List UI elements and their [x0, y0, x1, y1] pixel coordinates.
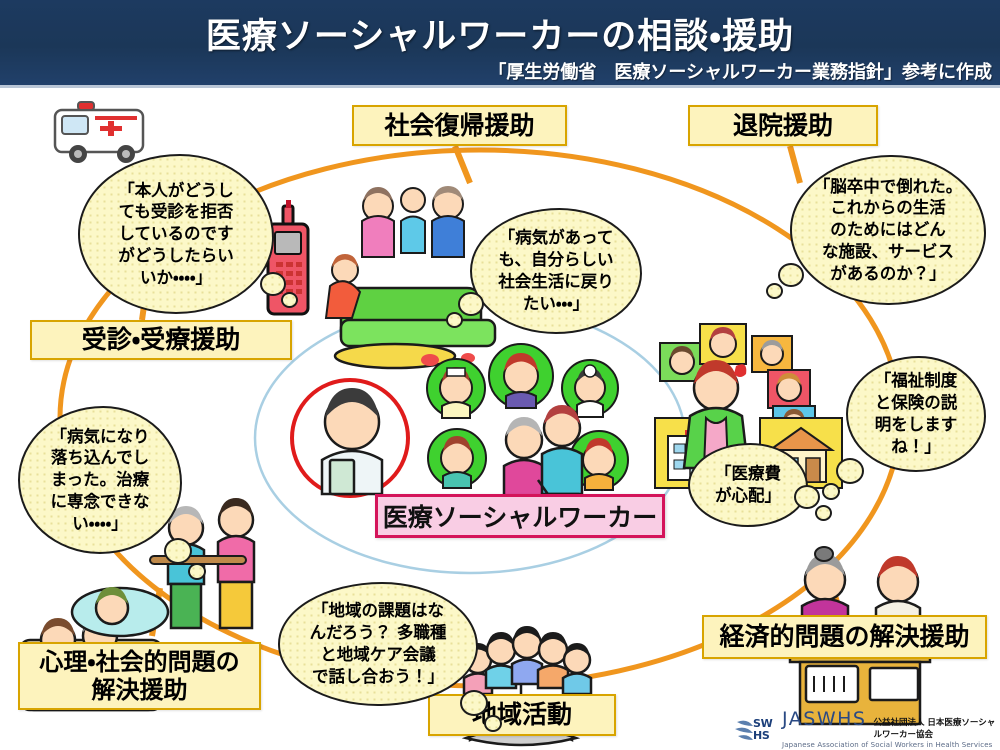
category-label: 受診・受療援助	[81, 325, 241, 355]
category-label: 心理・社会的問題の 解決援助	[39, 647, 240, 704]
bubble-welfare-system: 「福祉制度 と保険の説 明をします ね！」	[822, 356, 986, 500]
team-icon-staff-male	[488, 343, 554, 409]
bubble-depressed: 「病気になり 落ち込んでし まった。治療 に専念できな い・・・・」	[18, 406, 206, 580]
logo-english-name: Japanese Association of Social Workers i…	[782, 741, 993, 749]
bubble-text: 「本人がどうし ても受診を拒否 しているのです がどうしたらい いか・・・・」	[118, 180, 234, 287]
category-label: 経済的問題の解決援助	[719, 622, 970, 652]
category-box-shinri-shakai[interactable]: 心理・社会的問題の 解決援助	[18, 642, 261, 710]
category-box-keizai[interactable]: 経済的問題の解決援助	[702, 615, 987, 659]
page-title: 医療ソーシャルワーカーの相談・援助	[205, 17, 795, 57]
bubble-text: 「医療費 が心配」	[715, 464, 781, 505]
bubble-stroke: 「脳卒中で倒れた。 これからの生活 のためにはどん な施設、サービス があるのか…	[766, 155, 986, 305]
logo-japanese-name: 公益社団法人 日本医療ソーシャルワーカー協会	[873, 718, 996, 740]
team-icon-doctor	[561, 359, 619, 418]
category-label: 退院援助	[732, 110, 833, 140]
bubble-text: 「脳卒中で倒れた。 これからの生活 のためにはどん な施設、サービス があるのか…	[813, 176, 963, 283]
page-header: 医療ソーシャルワーカーの相談・援助 「厚生労働省 医療ソーシャルワーカー業務指針…	[0, 0, 1000, 88]
team-icon-nurse	[426, 358, 486, 419]
team-icon-caregiver	[569, 430, 629, 491]
logo-text-block: JASWHS 公益社団法人 日本医療ソーシャルワーカー協会 Japanese A…	[782, 708, 1000, 749]
jaswhs-logo: SW HS JASWHS 公益社団法人 日本医療ソーシャルワーカー協会 Japa…	[735, 708, 1000, 749]
swhs-wing-icon: SW HS	[735, 714, 775, 744]
msw-figure-illustration	[290, 378, 410, 498]
bubble-community: 「地域の課題はな んだろう？ 多職種 と地域ケア会議 で話し合おう！」	[278, 582, 502, 732]
category-box-shakai-fukki[interactable]: 社会復帰援助	[352, 105, 567, 146]
logo-sw-text: SW	[753, 716, 773, 730]
category-label: 社会復帰援助	[384, 110, 535, 140]
category-box-jushin-juryo[interactable]: 受診・受療援助	[30, 320, 292, 360]
family-sofa-illustration	[324, 186, 497, 370]
bubble-text: 「病気があって も、自分らしい 社会生活に戻り たい・・・」	[498, 228, 614, 313]
logo-hs-text: HS	[753, 728, 770, 742]
logo-acronym: JASWHS	[782, 708, 867, 730]
bubble-refuse-consult: 「本人がどうし ても受診を拒否 しているのです がどうしたらい いか・・・・」	[78, 154, 298, 314]
bubble-return-society: 「病気があって も、自分らしい 社会生活に戻り たい・・・」	[446, 208, 642, 334]
msw-center-label: 医療ソーシャルワーカー	[375, 494, 665, 538]
bubble-text: 「福祉制度 と保険の説 明をします ね！」	[874, 371, 958, 456]
care-team-illustration	[426, 343, 629, 532]
msw-label-text: 医療ソーシャルワーカー	[382, 503, 658, 532]
bubble-text: 「地域の課題はな んだろう？ 多職種 と地域ケア会議 で話し合おう！」	[309, 601, 447, 686]
ambulance-illustration	[53, 101, 145, 163]
page-subtitle: 「厚生労働省 医療ソーシャルワーカー業務指針」参考に作成	[488, 62, 992, 83]
category-box-chiiki-katsudo[interactable]: 地域活動	[428, 694, 616, 736]
category-box-taiin[interactable]: 退院援助	[688, 105, 878, 146]
bubble-text: 「病気になり 落ち込んでし まった。治療 に専念できな い・・・・」	[50, 426, 150, 533]
bubble-medical-cost: 「医療費 が心配」	[688, 443, 832, 527]
team-icon-staff-female	[427, 428, 487, 489]
